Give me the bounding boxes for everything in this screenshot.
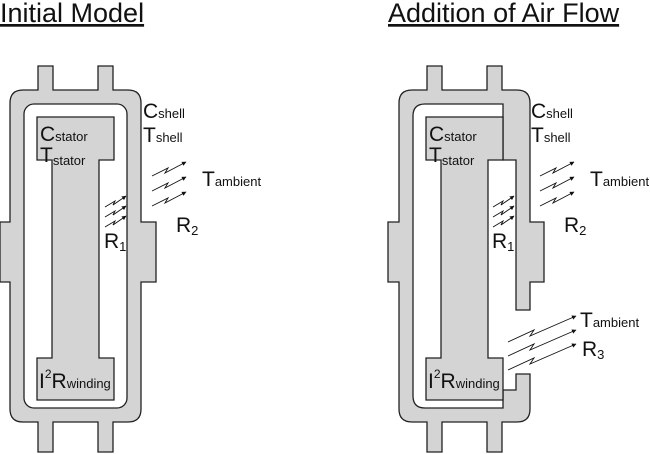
r1-label: R1	[104, 230, 126, 254]
r2-heat-arrows	[539, 161, 575, 207]
panel-addition-of-air-flow: Addition of Air Flow Cstator Tstator I2R…	[387, 0, 649, 453]
r2-label: R2	[564, 214, 586, 238]
c-stator-label: Cstator	[40, 123, 88, 146]
t-shell-label: Tshell	[143, 124, 183, 147]
t-stator-label: Tstator	[429, 144, 475, 168]
c-stator-label: Cstator	[429, 123, 477, 146]
r1-label: R1	[492, 230, 514, 254]
winding-label: I2Rwinding	[428, 367, 500, 393]
t-stator-label: Tstator	[40, 144, 86, 168]
winding-label: I2Rwinding	[39, 367, 111, 393]
r1-heat-arrows	[104, 195, 127, 228]
t-ambient-airflow-label: Tambient	[580, 309, 639, 332]
t-ambient-label: Tambient	[590, 168, 649, 191]
r3-label: R3	[582, 338, 604, 362]
panel-initial-model: Initial Model Cstator Tstator I2Rwinding…	[0, 0, 261, 453]
stator-core	[36, 116, 115, 401]
c-shell-label: Cshell	[143, 100, 185, 123]
r1-heat-arrows	[492, 195, 515, 228]
panel-title: Addition of Air Flow	[388, 0, 620, 28]
r2-heat-arrows	[151, 161, 187, 207]
r2-label: R2	[176, 214, 198, 238]
stator-core	[425, 116, 504, 401]
panel-title: Initial Model	[0, 0, 144, 28]
t-shell-label: Tshell	[531, 124, 571, 147]
c-shell-label: Cshell	[531, 100, 573, 123]
r3-airflow-arrows	[507, 315, 577, 371]
t-ambient-label: Tambient	[202, 168, 261, 191]
